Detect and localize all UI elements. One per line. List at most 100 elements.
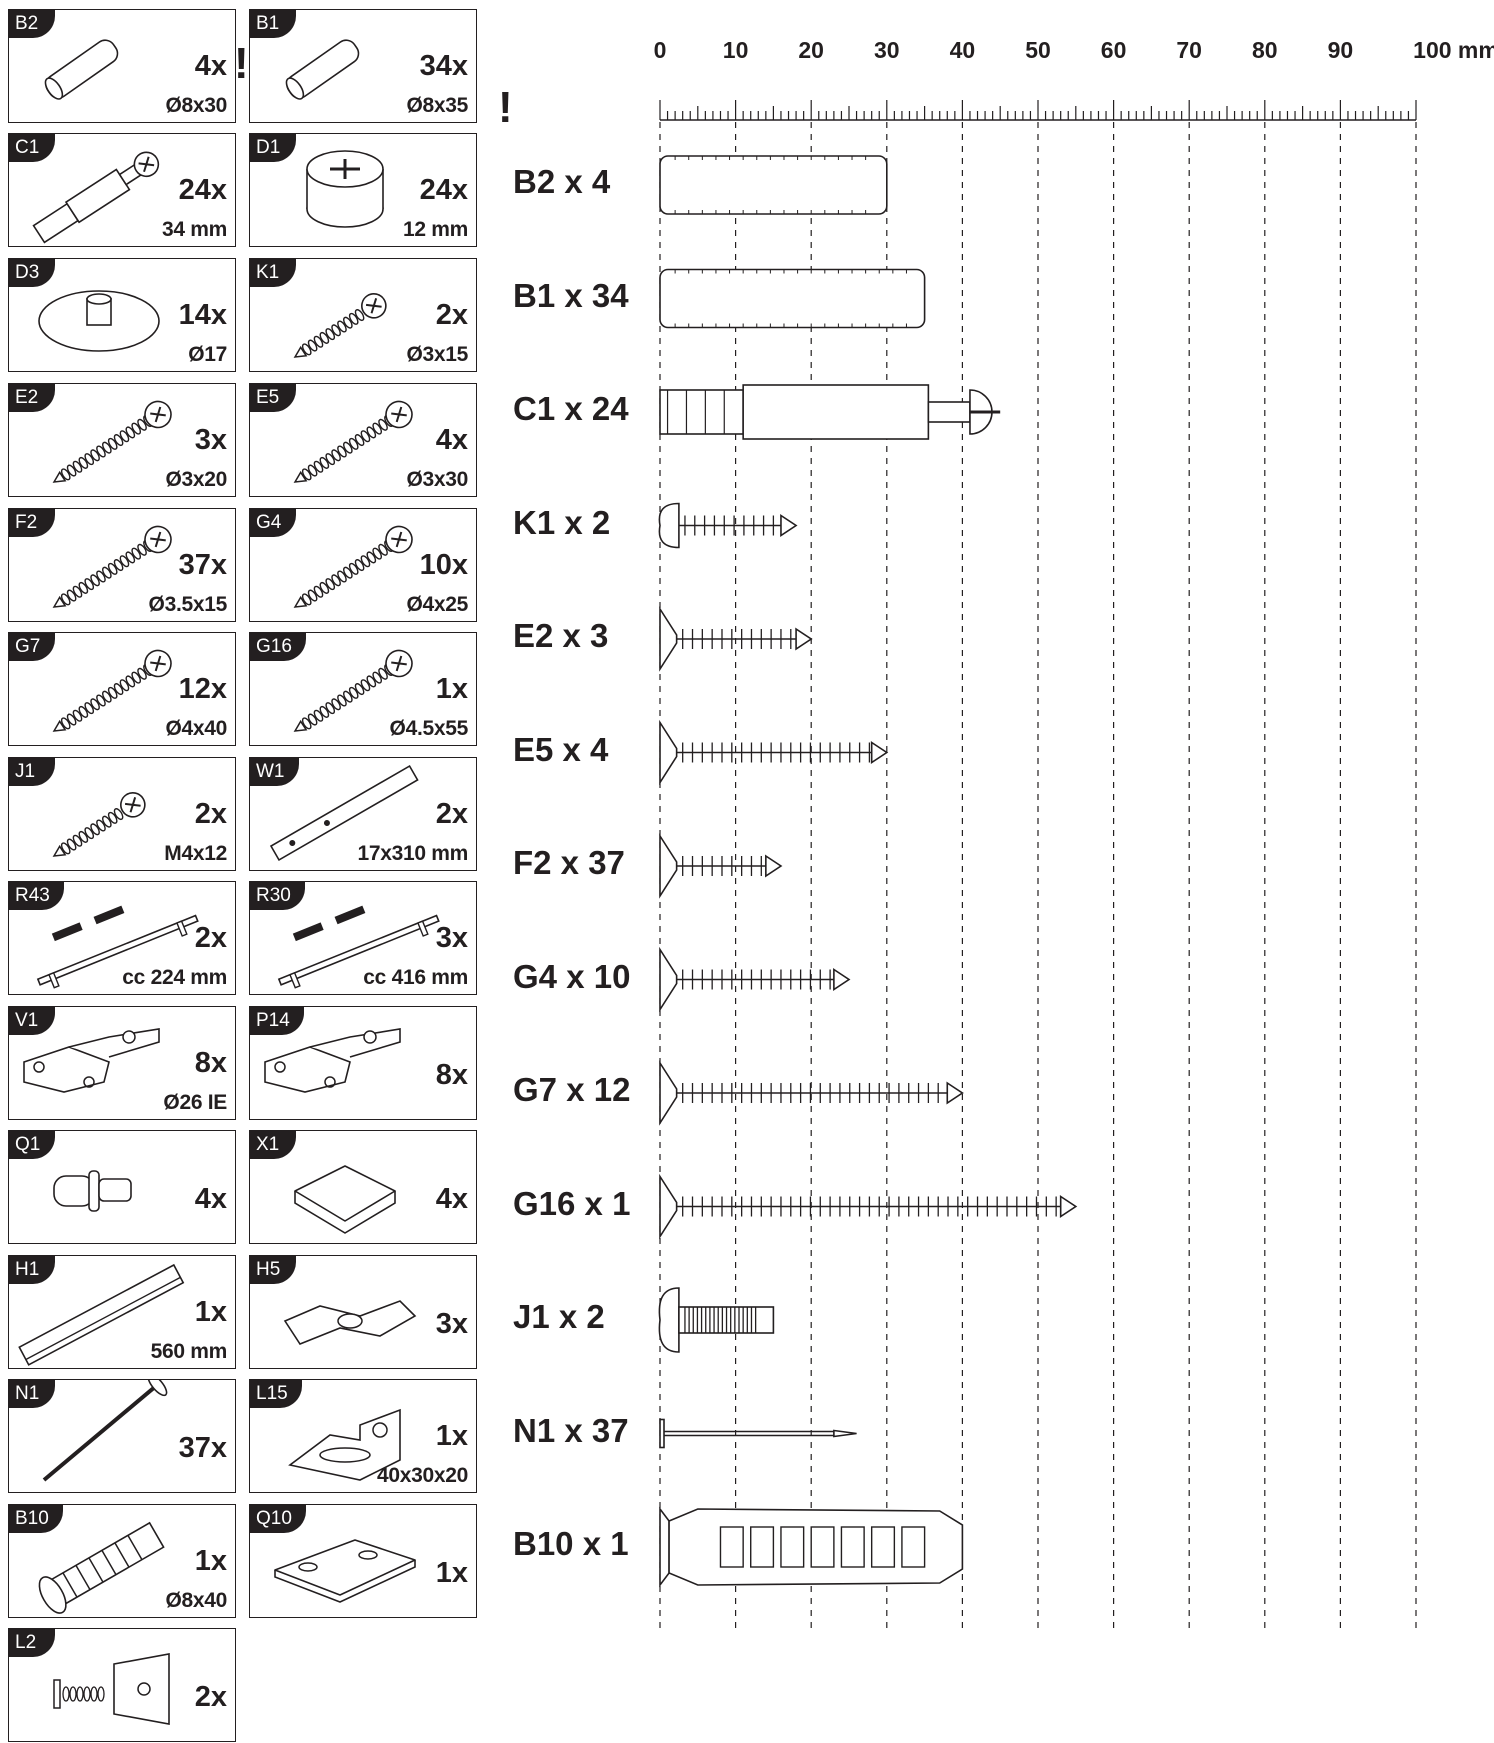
part-code: P14	[250, 1007, 304, 1035]
corner-connector-icon	[53, 1653, 170, 1725]
part-dimension: Ø4x25	[406, 593, 468, 616]
part-dimension: Ø8x30	[165, 94, 227, 117]
part-dimension: Ø8x40	[165, 1589, 227, 1612]
part-quantity: 37x	[178, 1432, 227, 1464]
part-pan-screw	[658, 502, 798, 549]
countersunk-screw-icon	[52, 649, 172, 732]
part-quantity: 3x	[194, 424, 227, 456]
countersunk-screw-icon	[293, 400, 413, 483]
part-quantity: 37x	[178, 549, 227, 581]
part-dimension: M4x12	[164, 842, 227, 865]
ruler-tick-label: 30	[874, 37, 900, 63]
part-dimension: Ø3x30	[406, 468, 468, 491]
part-code: C1	[9, 134, 55, 162]
angle-bracket-icon	[288, 1408, 401, 1481]
part-quantity: 3x	[435, 1308, 468, 1340]
part-code: L15	[250, 1380, 302, 1408]
part-wall-plug	[659, 1506, 964, 1588]
nail-icon	[42, 1380, 168, 1482]
machine-screw-icon	[52, 792, 146, 857]
comparison-label: J1 x 2	[513, 1298, 605, 1335]
part-cs-screw	[659, 719, 889, 786]
part-cam-bolt	[659, 384, 1001, 440]
hinge-plate-icon	[264, 1028, 401, 1093]
pan-head-screw-icon	[293, 293, 387, 358]
ruler-tick-label: 20	[798, 37, 824, 63]
comparison-label: G7 x 12	[513, 1071, 631, 1108]
part-dimension: Ø26 IE	[163, 1091, 227, 1114]
ruler-tick-label: 100 mm	[1413, 37, 1494, 63]
countersunk-screw-icon	[293, 525, 413, 608]
ruler-tick-label: 0	[654, 37, 667, 63]
part-dimension: Ø4.5x55	[389, 717, 469, 740]
part-dimension: Ø17	[188, 343, 227, 366]
part-quantity: 1x	[435, 673, 468, 705]
comparison-label: K1 x 2	[513, 503, 611, 541]
part-quantity: 14x	[178, 299, 227, 331]
comparison-label: N1 x 37	[513, 1411, 629, 1449]
part-dimension: 12 mm	[402, 218, 468, 241]
part-dimension: 560 mm	[150, 1340, 228, 1363]
part-quantity: 4x	[194, 1183, 227, 1215]
part-code: W1	[250, 758, 299, 786]
part-quantity: 2x	[194, 798, 227, 830]
comparison-label: B10 x 1	[513, 1525, 629, 1562]
part-code: B10	[9, 1505, 63, 1533]
dowel-pin-icon	[44, 39, 119, 100]
part-dimension: 34 mm	[161, 218, 227, 241]
part-quantity: 2x	[435, 798, 468, 830]
comparison-label: E5 x 4	[513, 730, 609, 768]
part-code: Q10	[250, 1505, 306, 1533]
part-dimension: cc 224 mm	[122, 966, 227, 989]
part-quantity: 34x	[419, 50, 468, 82]
comparison-label: F2 x 37	[513, 844, 625, 881]
ruler-tick-label: 40	[950, 37, 976, 63]
part-quantity: 4x	[194, 50, 227, 82]
ruler-tick-label: 70	[1176, 37, 1202, 63]
comparison-label: G4 x 10	[513, 957, 631, 995]
part-quantity: 8x	[194, 1047, 227, 1079]
countersunk-screw-icon	[52, 525, 172, 608]
part-machine-screw	[658, 1287, 775, 1353]
part-quantity: 12x	[178, 673, 227, 705]
bar-handle-icon	[36, 905, 199, 989]
ruler-tick-label: 90	[1328, 37, 1354, 63]
comparison-label: B1 x 34	[513, 276, 629, 314]
part-code: K1	[250, 259, 296, 287]
ruler-tick-label: 50	[1025, 37, 1051, 63]
part-code: R30	[250, 882, 305, 910]
part-quantity: 4x	[435, 424, 468, 456]
part-code: L2	[9, 1629, 55, 1657]
part-dimension: 17x310 mm	[357, 842, 468, 865]
warning-mark: !	[498, 83, 513, 132]
part-dowel	[659, 155, 888, 215]
ruler-tick-label: 10	[723, 37, 749, 63]
part-code: J1	[9, 758, 55, 786]
part-dimension: cc 416 mm	[363, 966, 468, 989]
comparison-label: B2 x 4	[513, 163, 611, 200]
comparison-label: E2 x 3	[513, 617, 609, 654]
part-cs-screw	[659, 946, 851, 1013]
comparison-label: G16 x 1	[513, 1184, 631, 1222]
bar-handle-icon	[277, 905, 440, 989]
part-quantity: 4x	[435, 1183, 468, 1215]
cam-lock-icon	[306, 150, 384, 228]
countersunk-screw-icon	[293, 649, 413, 732]
